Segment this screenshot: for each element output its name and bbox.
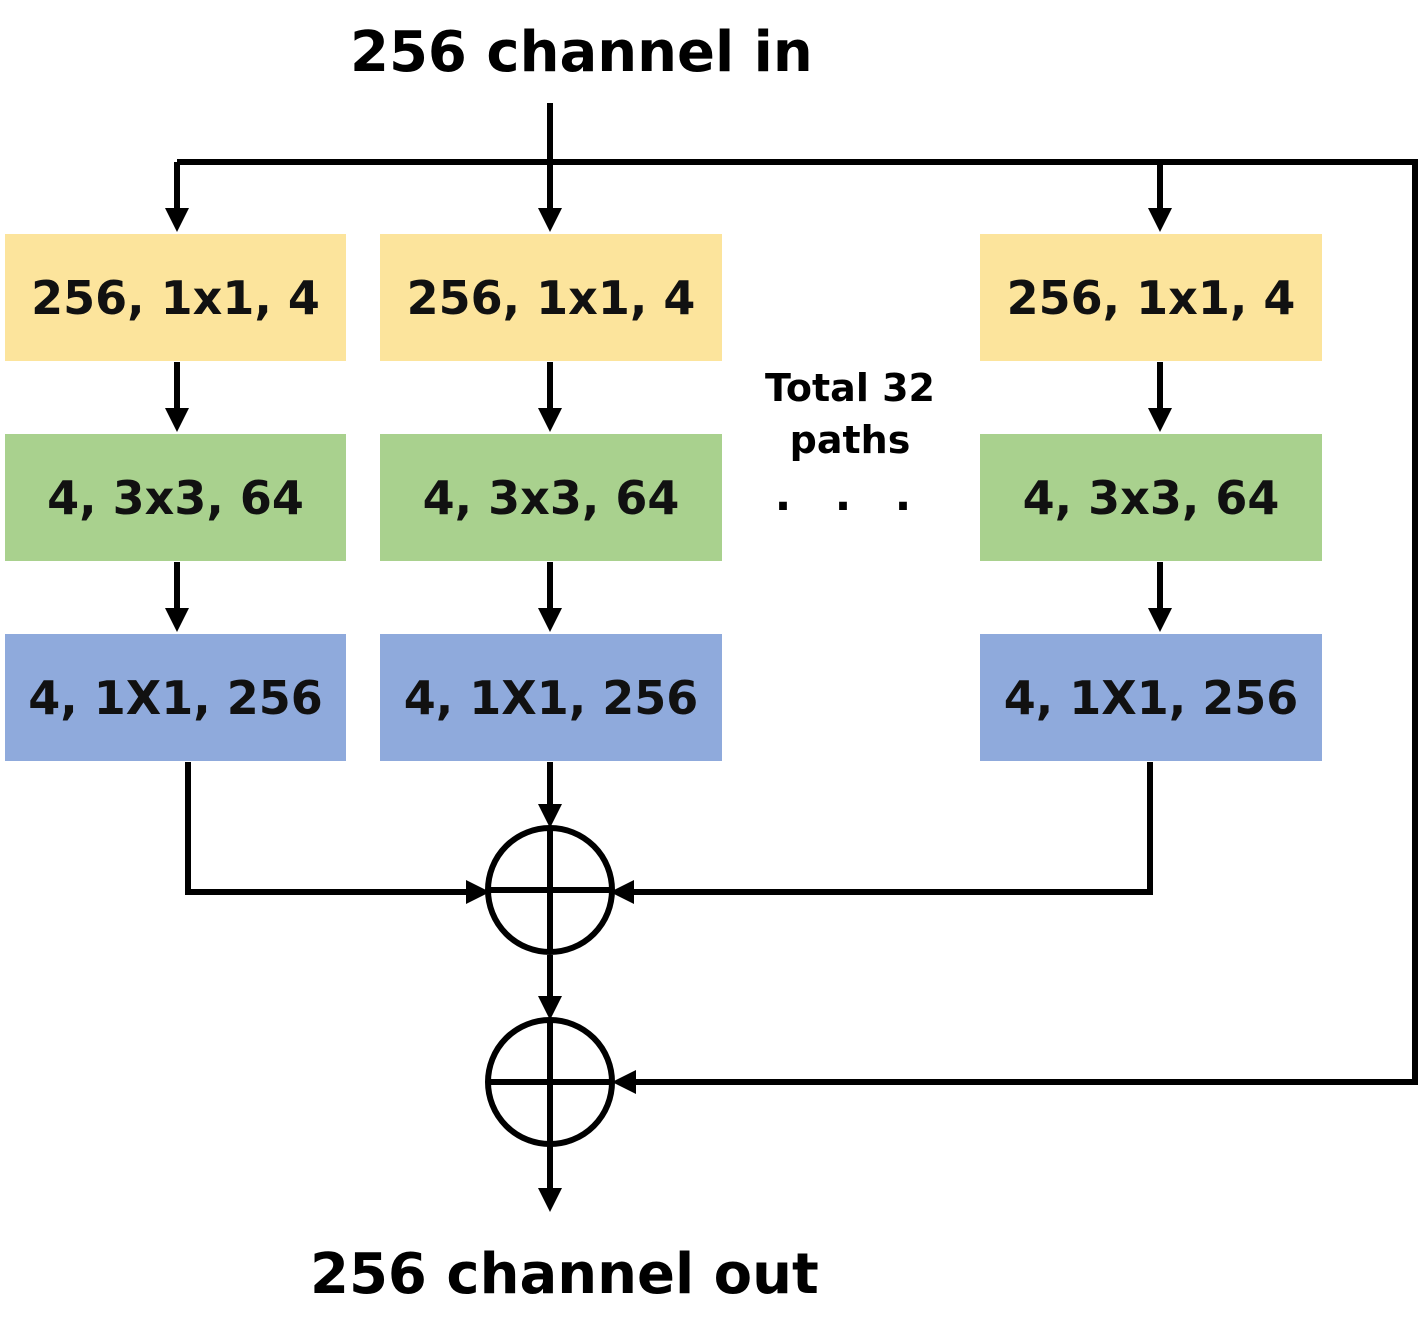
- arrowhead: [538, 1188, 562, 1212]
- arrowhead: [165, 408, 189, 432]
- top-bus: [177, 159, 1418, 1085]
- arrowhead: [1148, 608, 1172, 632]
- path3-conv3-box: 4, 1X1, 256: [980, 634, 1322, 761]
- paths-note-line1: Total 32: [765, 366, 935, 410]
- output-label: 256 channel out: [310, 1242, 819, 1307]
- arrowhead: [538, 804, 562, 828]
- arrowhead: [538, 408, 562, 432]
- path1-conv2-box: 4, 3x3, 64: [5, 434, 346, 561]
- paths-note-line2: paths: [789, 418, 911, 462]
- merge-line-right: [628, 762, 1153, 895]
- merge-line-left: [185, 762, 472, 895]
- arrowhead: [612, 1070, 636, 1094]
- path1-conv3-box: 4, 1X1, 256: [5, 634, 346, 761]
- arrowhead: [1148, 208, 1172, 232]
- arrowhead: [610, 880, 634, 904]
- path2-conv3-box: 4, 1X1, 256: [380, 634, 722, 761]
- path3-conv1-box: 256, 1x1, 4: [980, 234, 1322, 361]
- arrowhead: [466, 880, 490, 904]
- arrowhead: [538, 996, 562, 1020]
- arrowhead: [538, 608, 562, 632]
- path2-conv1-box: 256, 1x1, 4: [380, 234, 722, 361]
- arrowhead: [165, 608, 189, 632]
- path3-conv2-box: 4, 3x3, 64: [980, 434, 1322, 561]
- ellipsis: . . .: [774, 470, 926, 521]
- path1-conv1-box: 256, 1x1, 4: [5, 234, 346, 361]
- input-label: 256 channel in: [350, 20, 813, 85]
- arrowhead: [165, 208, 189, 232]
- path2-conv2-box: 4, 3x3, 64: [380, 434, 722, 561]
- arrowhead: [1148, 408, 1172, 432]
- arrowhead: [538, 208, 562, 232]
